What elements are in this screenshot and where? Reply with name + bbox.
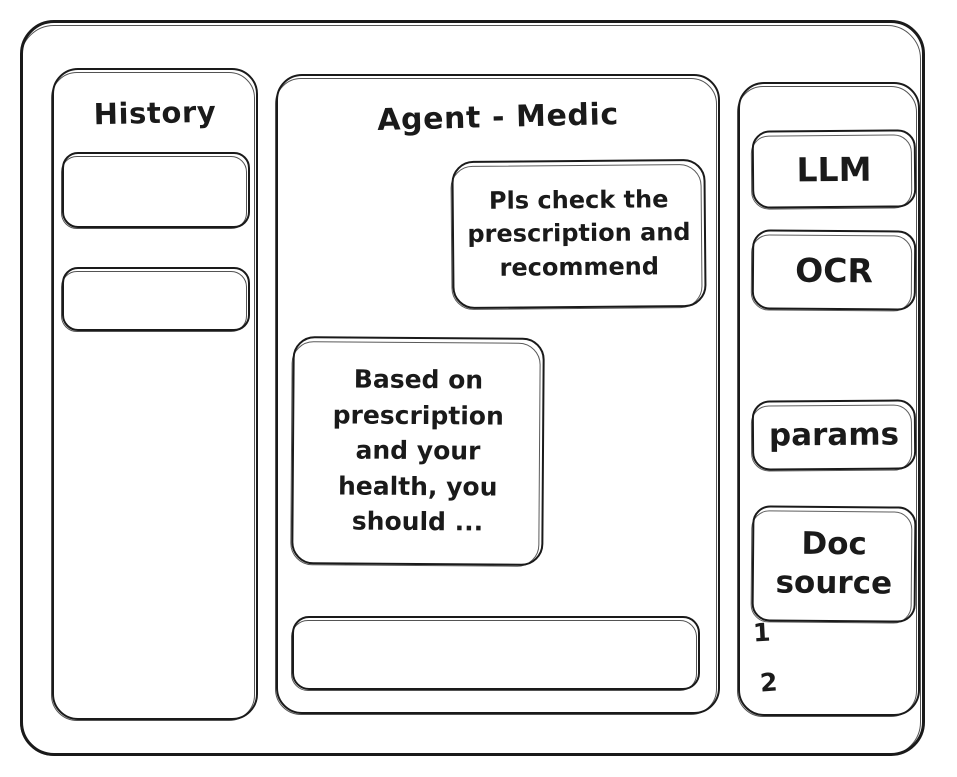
user-message-bubble: Pls check the prescription and recommend <box>451 158 707 310</box>
history-panel-title: History <box>93 94 217 132</box>
window-frame <box>20 20 925 756</box>
user-message-text: Pls check the prescription and recommend <box>467 185 691 282</box>
doc-source-entry[interactable]: 2 <box>759 667 779 698</box>
tool-button-llm[interactable]: LLM <box>751 129 917 209</box>
message-input[interactable] <box>291 616 700 691</box>
tool-button-ocr[interactable]: OCR <box>751 229 917 311</box>
doc-source-entry[interactable]: 1 <box>752 617 772 648</box>
tool-button-params[interactable]: params <box>751 399 917 471</box>
agent-message-text: Based on prescription and your health, y… <box>332 364 504 537</box>
tool-button-doc-source[interactable]: Doc source <box>751 505 917 623</box>
history-list-item[interactable] <box>61 152 250 229</box>
agent-message-bubble: Based on prescription and your health, y… <box>291 336 545 566</box>
history-list-item[interactable] <box>61 267 250 332</box>
